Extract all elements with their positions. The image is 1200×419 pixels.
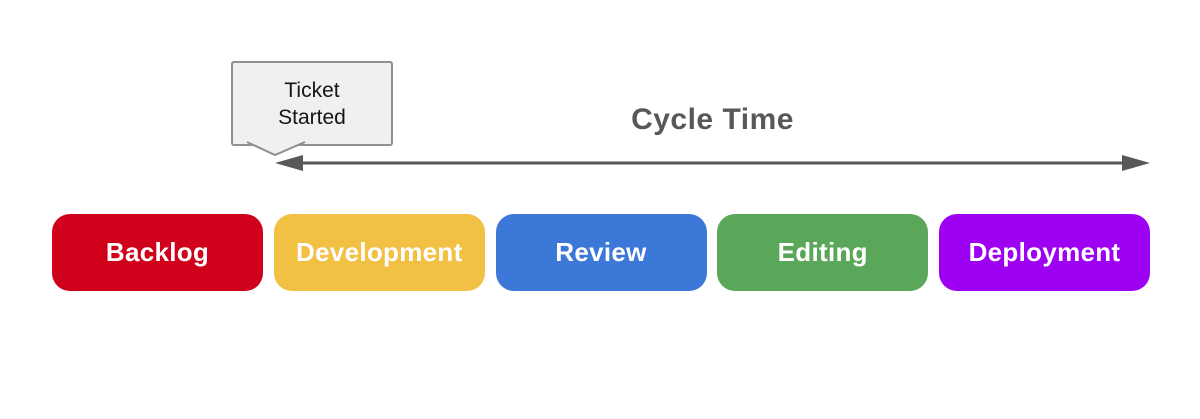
stage-review: Review — [495, 214, 707, 291]
callout-tail-fill — [247, 141, 305, 155]
cycle-time-label: Cycle Time — [631, 103, 794, 136]
callout-tail-border — [246, 141, 306, 157]
stage-label: Deployment — [968, 237, 1121, 267]
callout-tail-pointer — [246, 141, 306, 157]
stage-editing: Editing — [717, 214, 929, 291]
callout-line-1: Ticket — [284, 78, 340, 102]
cycle-time-arrow — [275, 155, 1150, 171]
stage-label: Review — [555, 237, 647, 267]
stage-backlog: Backlog — [52, 214, 263, 291]
stage-label: Editing — [777, 237, 868, 267]
stage-development: Development — [273, 214, 485, 291]
callout-line-2: Started — [278, 105, 346, 129]
stage-label: Development — [295, 237, 463, 267]
arrow-head-right-icon — [1122, 155, 1150, 171]
arrow-head-left-icon — [275, 155, 303, 171]
stage-label: Backlog — [105, 237, 210, 267]
stage-deployment: Deployment — [939, 214, 1150, 291]
stage-row: Backlog Development Review Editing Deplo… — [52, 214, 1150, 291]
ticket-started-callout: Ticket Started — [231, 61, 393, 157]
